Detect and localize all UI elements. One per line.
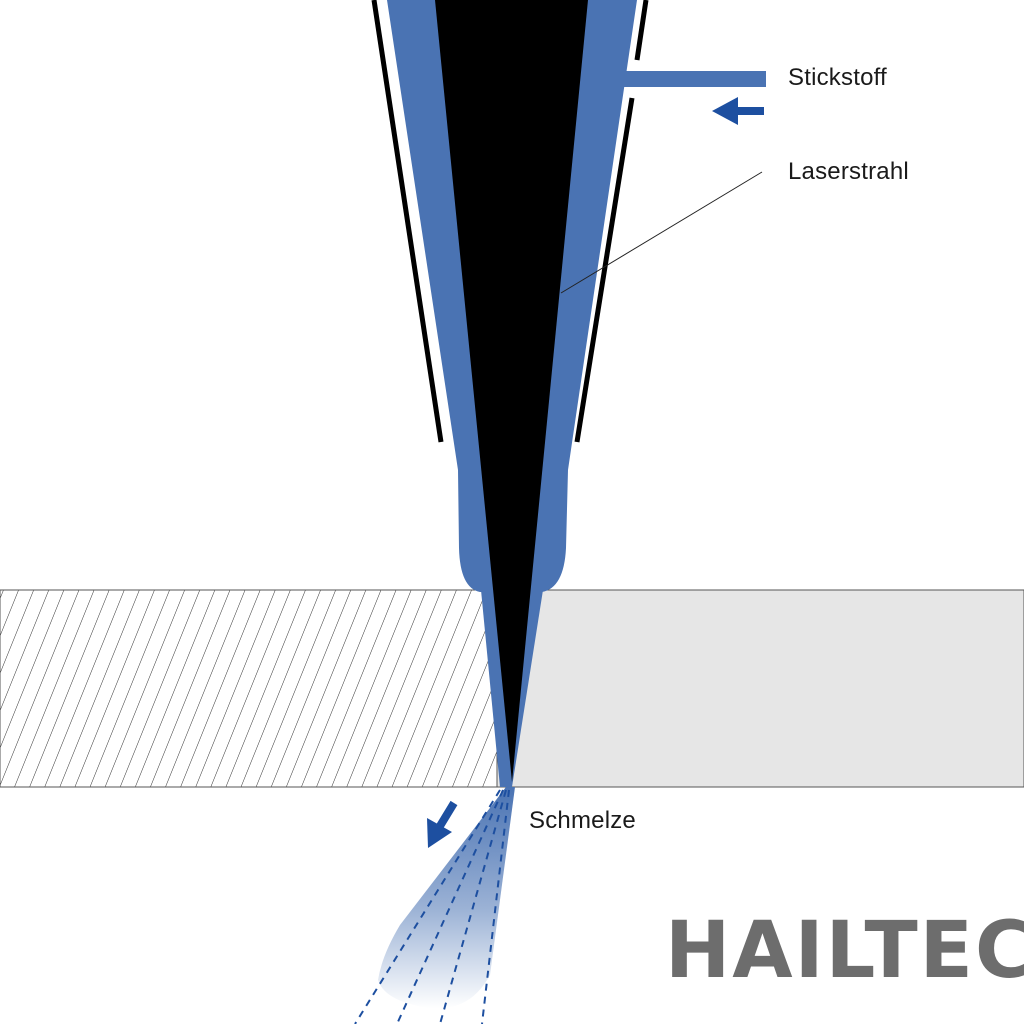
schmelze-label: Schmelze bbox=[529, 807, 636, 834]
melt-trail bbox=[354, 789, 501, 1024]
nozzle-wall-left bbox=[371, 0, 444, 443]
melt-trail bbox=[481, 789, 510, 1024]
gas-supply-pipe bbox=[622, 71, 766, 87]
melt-trail bbox=[439, 789, 507, 1024]
stickstoff-label: Stickstoff bbox=[788, 64, 887, 91]
melt-spray-plume bbox=[378, 787, 515, 1009]
nozzle-wall-right-upper bbox=[634, 0, 649, 61]
workpiece-cut-hatch bbox=[0, 589, 498, 788]
melt-trail bbox=[396, 789, 504, 1024]
arrow-down-left-icon bbox=[427, 800, 458, 848]
nozzle-wall-right-lower bbox=[574, 97, 635, 443]
hailtec-logo: HAILTEC bbox=[665, 906, 1024, 996]
laserstrahl-leader-line bbox=[560, 171, 763, 294]
laser-beam bbox=[435, 0, 588, 782]
melt-spray bbox=[354, 787, 515, 1024]
laserstrahl-label: Laserstrahl bbox=[788, 158, 909, 185]
arrow-left-icon bbox=[712, 97, 764, 125]
